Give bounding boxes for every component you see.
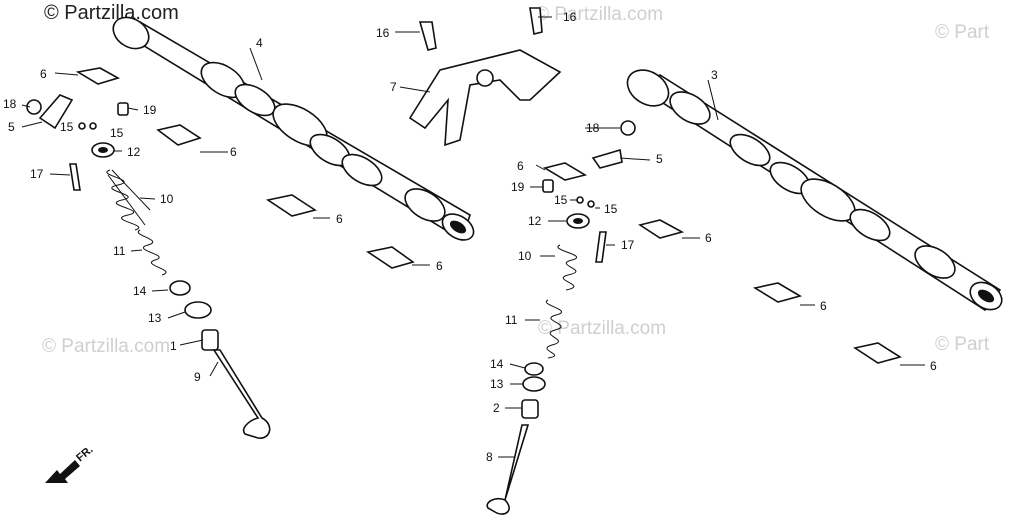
- callout-13: 13: [490, 377, 504, 391]
- valve-stack-right: [486, 213, 590, 515]
- callout-6: 6: [336, 212, 343, 226]
- partzilla-watermark-brand: © Partzilla.com: [44, 2, 179, 24]
- callout-16: 16: [376, 26, 390, 40]
- front-direction-arrow: FR.: [45, 444, 96, 483]
- callout-15: 15: [604, 202, 618, 216]
- cam-holder-6: [75, 67, 121, 85]
- small-parts: [26, 7, 902, 364]
- callout-5: 5: [8, 120, 15, 134]
- callout-9: 9: [194, 370, 201, 384]
- partzilla-watermark: © Part: [935, 22, 990, 43]
- partzilla-watermark: © Partzilla.com: [538, 318, 667, 339]
- callout-2: 2: [493, 401, 500, 415]
- front-direction-label: FR.: [74, 444, 95, 465]
- callout-7: 7: [390, 80, 397, 94]
- callout-6: 6: [517, 159, 524, 173]
- callout-13: 13: [148, 311, 162, 325]
- callout-10: 10: [160, 192, 174, 206]
- callout-4: 4: [256, 36, 263, 50]
- callout-6: 6: [436, 259, 443, 273]
- callout-6: 6: [930, 359, 937, 373]
- callout-6: 6: [40, 67, 47, 81]
- callout-17: 17: [621, 238, 635, 252]
- leader-lines: [21, 16, 925, 458]
- callout-15: 15: [60, 120, 74, 134]
- callout-17: 17: [30, 167, 44, 181]
- callout-12: 12: [127, 145, 141, 159]
- callout-5: 5: [656, 152, 663, 166]
- callout-18: 18: [586, 121, 600, 135]
- partzilla-watermark: © Partzilla.com: [42, 336, 171, 357]
- callout-15: 15: [554, 193, 568, 207]
- callout-19: 19: [511, 180, 525, 194]
- callout-19: 19: [143, 103, 157, 117]
- callout-18: 18: [3, 97, 17, 111]
- callout-6: 6: [705, 231, 712, 245]
- camshaft-left: [112, 16, 475, 242]
- valve-stack-left: [91, 142, 271, 439]
- camshaft-right: [626, 69, 1003, 312]
- callout-6: 6: [820, 299, 827, 313]
- callout-6: 6: [230, 145, 237, 159]
- partzilla-watermark: © Partzilla.com: [535, 4, 664, 25]
- callout-8: 8: [486, 450, 493, 464]
- callout-14: 14: [490, 357, 504, 371]
- callout-10: 10: [518, 249, 532, 263]
- callout-11: 11: [113, 244, 126, 258]
- callout-3: 3: [711, 68, 718, 82]
- callout-11: 11: [505, 313, 518, 327]
- partzilla-watermark: © Part: [935, 334, 990, 355]
- callout-14: 14: [133, 284, 147, 298]
- callout-15: 15: [110, 126, 124, 140]
- camshaft-holder-bracket: [408, 49, 562, 147]
- callout-1: 1: [170, 339, 177, 353]
- callout-labels: 4 3 7 16 16 6 18 5 15 15 19 12 6 17 10 1…: [3, 10, 937, 464]
- callout-12: 12: [528, 214, 542, 228]
- callout-16: 16: [563, 10, 577, 24]
